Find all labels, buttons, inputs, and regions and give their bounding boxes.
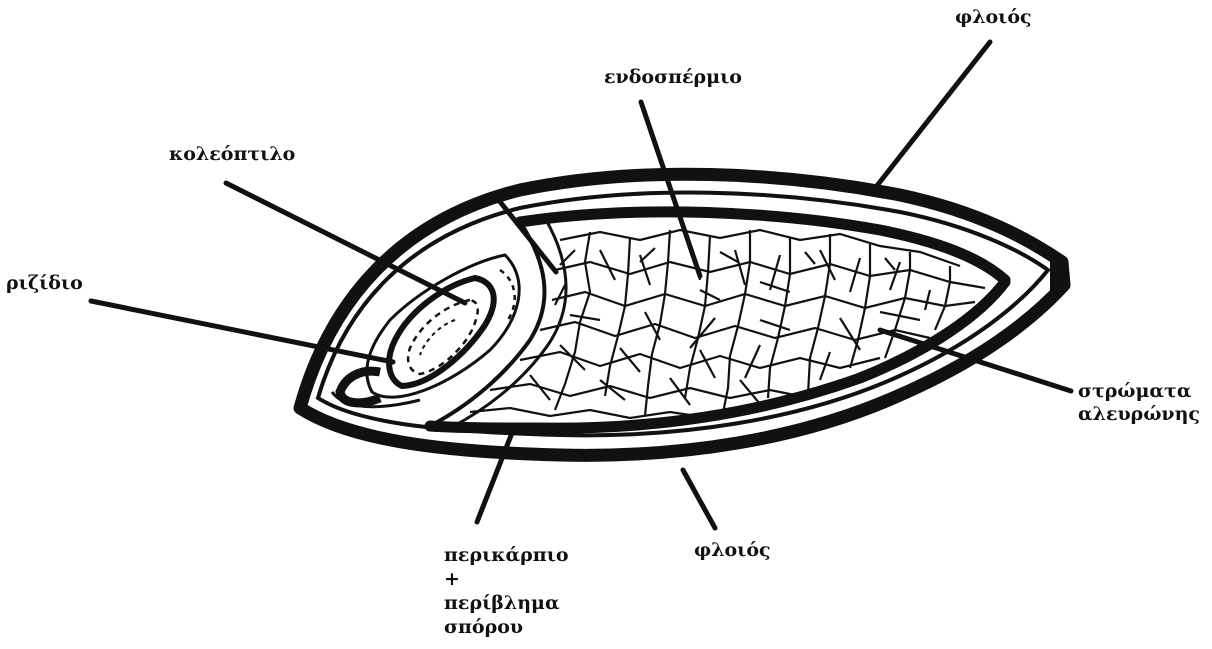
leader-koleoptilo-to-scutellum — [497, 198, 556, 272]
label-pericarp-seedcoat: περικάρπιο + περίβλημα σπόρου — [444, 543, 569, 639]
label-pericarp-line1: περικάρπιο — [444, 543, 569, 567]
label-aleurone-line1: στρώματα — [1078, 380, 1200, 403]
label-pericarp-line3: περίβλημα — [444, 591, 569, 615]
seed-tip — [1050, 262, 1064, 292]
leader-phloios-top — [872, 42, 990, 192]
label-phloios-bottom: φλοιός — [694, 539, 771, 562]
label-rizidio: ριζίδιο — [6, 272, 83, 295]
leader-endosperm — [641, 102, 700, 276]
label-koleoptilo: κολεόπτιλο — [169, 143, 295, 166]
label-pericarp-line2: + — [444, 567, 569, 591]
label-aleurone-line2: αλευρώνης — [1078, 403, 1200, 426]
scutellum-boundary-2 — [450, 218, 566, 428]
label-aleurone-layers: στρώματα αλευρώνης — [1078, 380, 1200, 426]
label-endosperm: ενδοσπέρμιο — [604, 66, 742, 89]
label-pericarp-line4: σπόρου — [444, 615, 569, 639]
leader-phloios-bottom — [683, 470, 715, 528]
aleurone-upper — [520, 212, 1005, 280]
leader-koleoptilo — [226, 183, 465, 303]
label-phloios-top: φλοιός — [955, 6, 1032, 29]
